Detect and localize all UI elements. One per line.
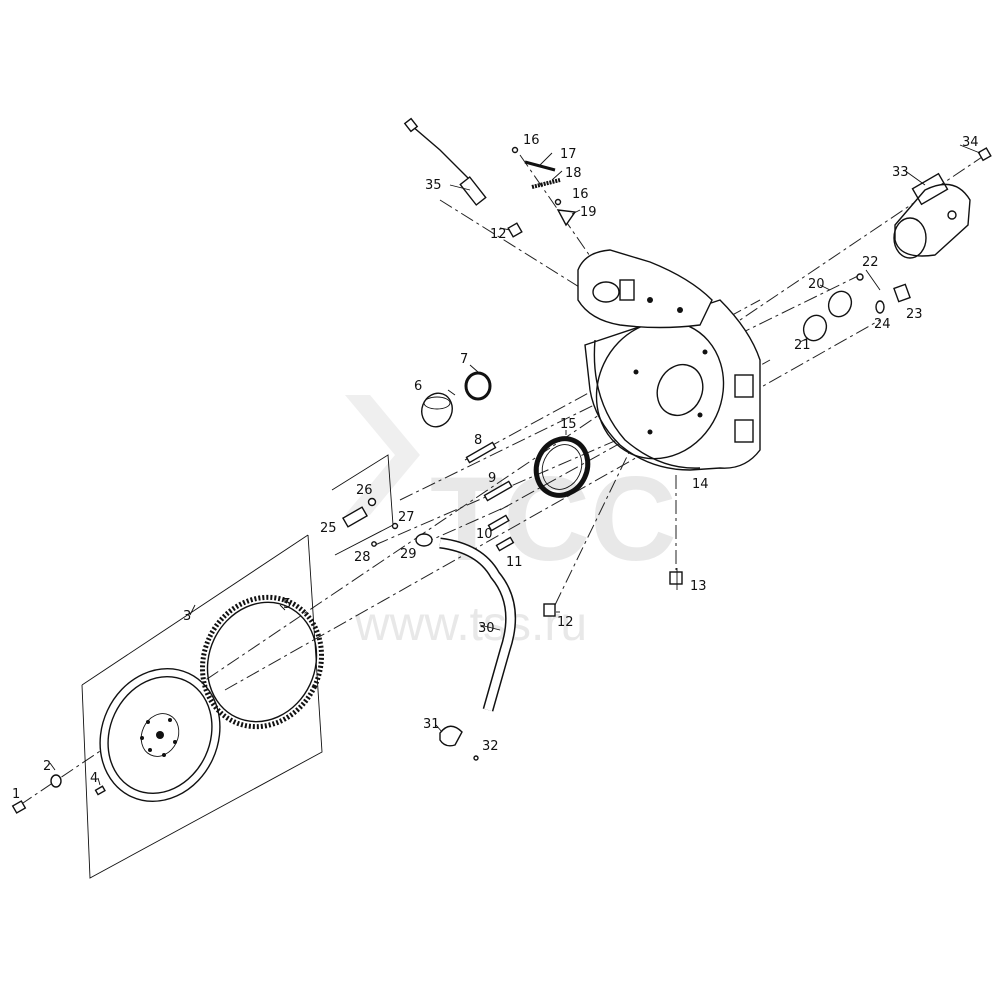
elbow-screw — [473, 755, 479, 761]
callout-33: 33 — [892, 165, 909, 180]
callout-3: 3 — [183, 609, 191, 624]
drain-plug — [669, 571, 683, 585]
callout-34: 34 — [962, 135, 979, 150]
watermark-logo-icon — [345, 395, 420, 515]
ring-gear — [199, 594, 325, 730]
callout-20: 20 — [808, 277, 825, 292]
callout-4: 4 — [90, 771, 98, 786]
leader-lines — [49, 144, 981, 786]
callout-labels: 1 2 3 4 5 6 7 8 9 10 11 12 12 29 13 14 1… — [12, 133, 979, 802]
speed-sensor-cable — [403, 117, 487, 206]
callout-12-lower: 12 — [557, 615, 574, 630]
pin-small-upper — [511, 146, 519, 154]
callout-14: 14 — [692, 477, 709, 492]
breather-tube — [439, 537, 517, 712]
wedge-plate — [556, 209, 577, 227]
retaining-pin — [531, 178, 561, 189]
callout-15: 15 — [560, 417, 577, 432]
callout-27: 27 — [398, 510, 415, 525]
callout-5: 5 — [283, 597, 291, 612]
spring — [524, 160, 556, 172]
starter-bolt — [977, 147, 992, 162]
callout-28: 28 — [354, 550, 371, 565]
callout-18: 18 — [565, 166, 582, 181]
callout-25: 25 — [320, 521, 337, 536]
flywheel-washer — [50, 774, 62, 788]
plug — [893, 283, 911, 303]
callout-24: 24 — [874, 317, 891, 332]
housing-nut — [543, 603, 556, 617]
rear-oil-seal — [533, 436, 591, 498]
bracket-nut — [367, 497, 377, 507]
inspection-cover-gasket — [802, 314, 828, 342]
housing-bolts — [465, 441, 515, 552]
cover-cap — [421, 392, 453, 428]
callout-30: 30 — [478, 621, 495, 636]
callout-26: 26 — [356, 483, 373, 498]
callout-17: 17 — [560, 147, 577, 162]
pin-small-lower — [554, 198, 562, 206]
callout-12-upper: 12 — [490, 227, 507, 242]
bracket-group-frame — [331, 454, 394, 556]
callout-19: 19 — [580, 205, 597, 220]
callout-9: 9 — [488, 471, 496, 486]
bracket-screw — [371, 541, 377, 547]
inspection-cover-large — [827, 290, 853, 318]
callout-16-upper: 16 — [523, 133, 540, 148]
callout-8: 8 — [474, 433, 482, 448]
watermark: TCC www.tss.ru — [345, 395, 677, 651]
sensor-adapter — [507, 222, 523, 238]
callout-35: 35 — [425, 178, 442, 193]
callout-10: 10 — [476, 527, 493, 542]
callout-2: 2 — [43, 759, 51, 774]
bracket-washer — [391, 522, 399, 530]
callout-21: 21 — [794, 338, 811, 353]
callout-6: 6 — [414, 379, 422, 394]
callout-11: 11 — [506, 555, 523, 570]
hose-clamp — [415, 533, 433, 547]
callout-22: 22 — [862, 255, 879, 270]
callout-31: 31 — [423, 717, 440, 732]
callout-23: 23 — [906, 307, 923, 322]
callout-16-lower: 16 — [572, 187, 589, 202]
breather-fitting — [342, 506, 368, 528]
callout-32: 32 — [482, 739, 499, 754]
cover-screw — [856, 273, 864, 281]
dowel-pin — [94, 785, 106, 796]
watermark-brand: TCC — [430, 452, 677, 586]
callout-1: 1 — [12, 787, 20, 802]
starter-motor — [893, 172, 971, 259]
flywheel-housing — [584, 299, 761, 471]
tube-elbow — [439, 725, 463, 747]
o-ring — [464, 371, 492, 401]
callout-13: 13 — [690, 579, 707, 594]
callout-29: 29 — [400, 547, 417, 562]
gear-housing — [577, 249, 713, 329]
plug-washer — [875, 300, 885, 314]
callout-7: 7 — [460, 352, 468, 367]
flywheel-bolt — [11, 800, 27, 814]
flywheel — [99, 667, 221, 803]
